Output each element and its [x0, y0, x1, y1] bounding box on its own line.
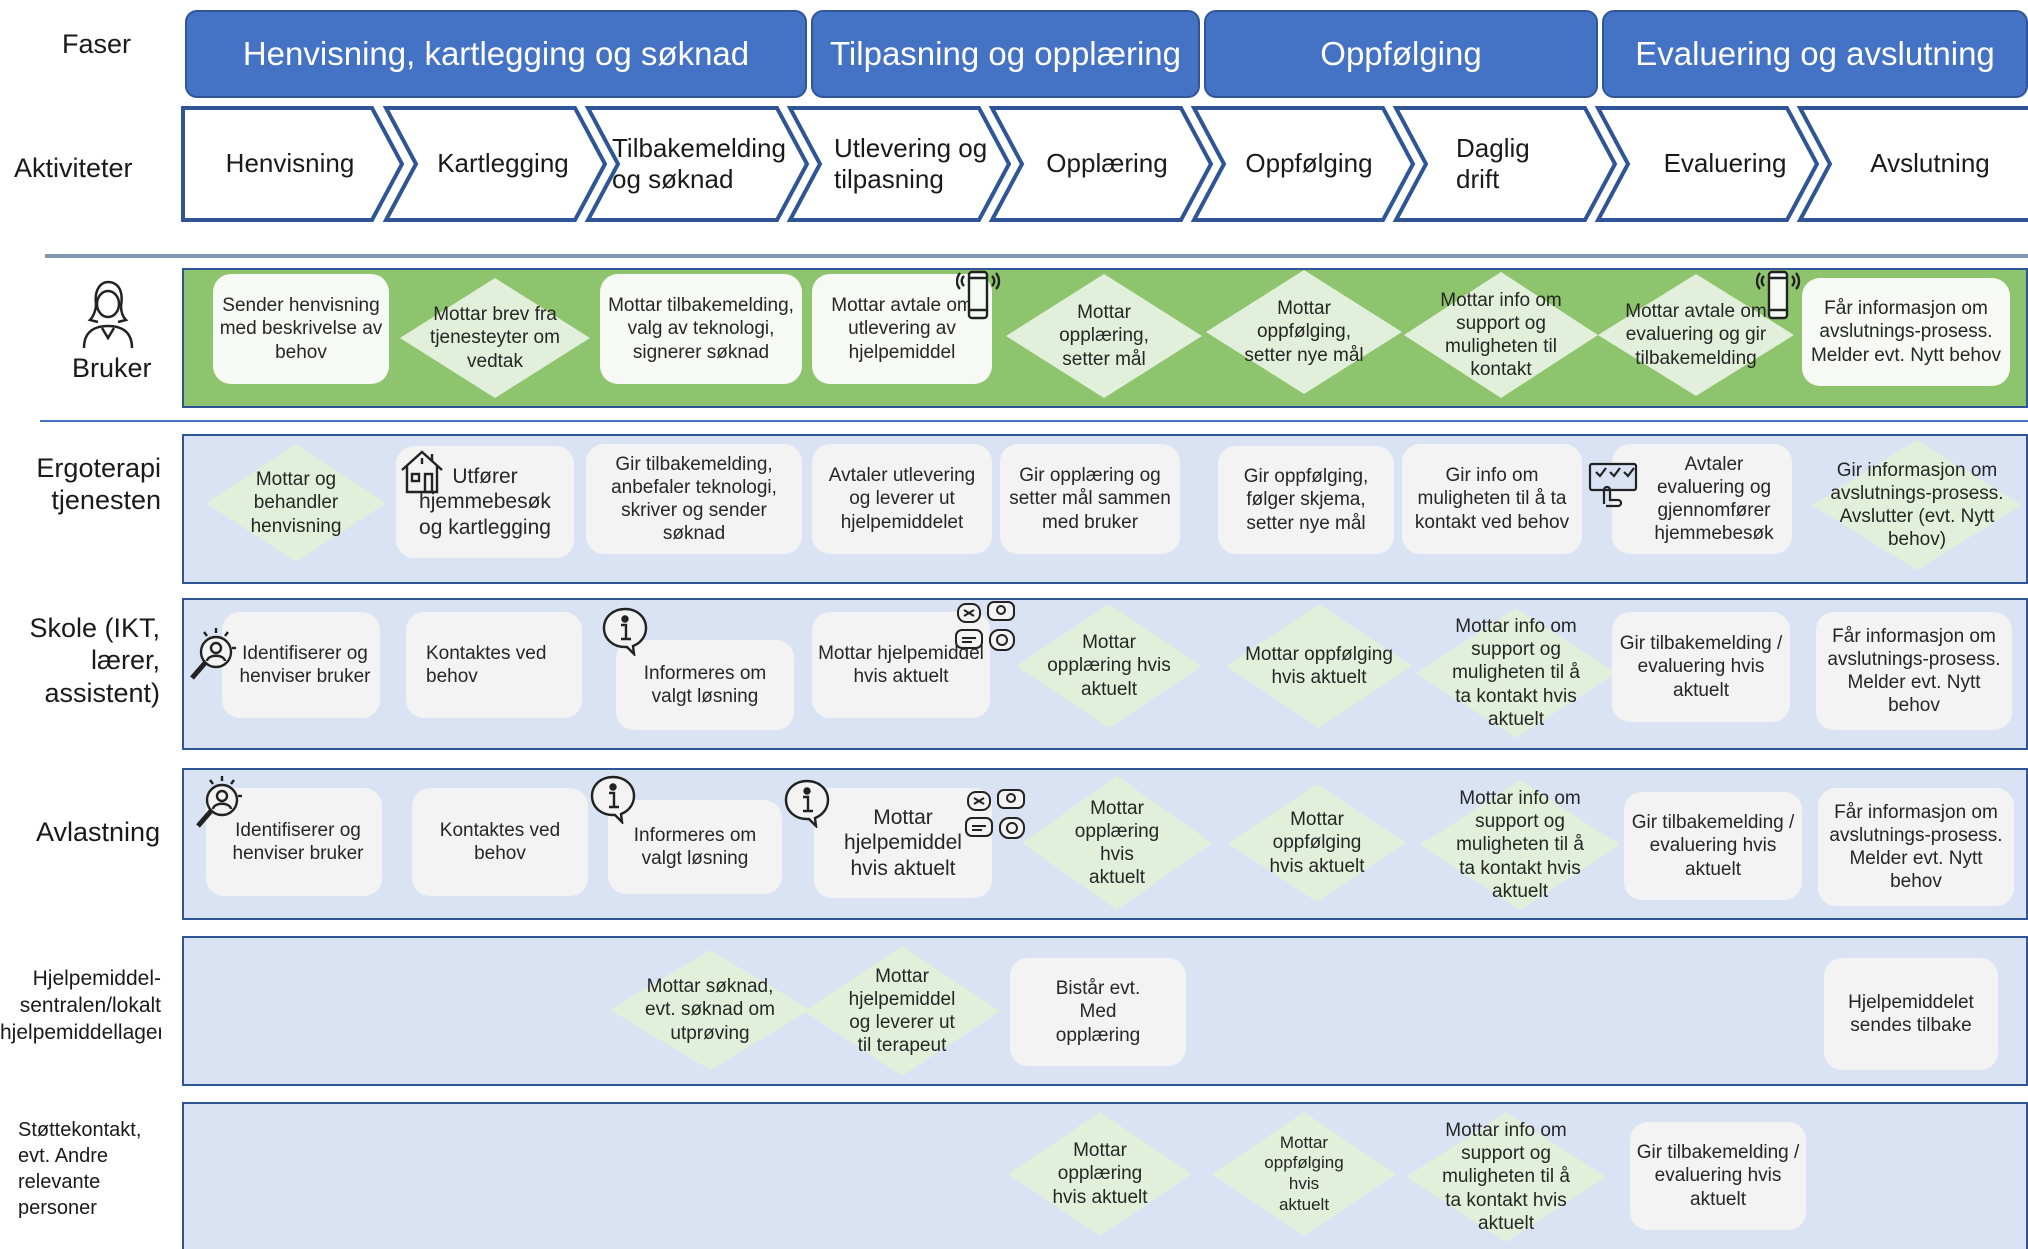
phase-tilpasning: Tilpasning og opplæring	[811, 10, 1200, 98]
skole-step-daglig-drift: Mottar info om support og muligheten til…	[1416, 608, 1616, 738]
phase-oppfolging: Oppfølging	[1204, 10, 1598, 98]
row-label-ergo-line1: Ergoterapi	[36, 453, 161, 483]
hjelpemiddel-step-opplaering: Bistår evt. Med opplæring	[1010, 958, 1186, 1066]
phase-henvisning: Henvisning, kartlegging og søknad	[185, 10, 807, 98]
ergo-step-evaluering: Avtaler evaluering og gjennomfører hjemm…	[1612, 444, 1792, 554]
row-label-skole-line2: lærer,	[90, 645, 160, 676]
row-label-hjelpemiddel-line1: Hjelpemiddel-	[32, 967, 161, 990]
chevron-tilbakemelding	[584, 106, 810, 222]
row-label-ergo-line2: tjenesten	[51, 485, 161, 516]
activity-oppfolging: Oppfølging	[1245, 148, 1373, 179]
skole-step-tilbakemelding: Informeres om valgt løsning	[616, 640, 794, 730]
bruker-divider	[40, 420, 2028, 422]
activity-chevrons	[181, 106, 2028, 222]
clipboard-hand-icon	[1588, 460, 1638, 510]
magnifier-person-icon	[192, 774, 250, 832]
activity-evaluering: Evaluering	[1663, 148, 1787, 179]
avlastning-step-utlevering: Mottar hjelpemiddel hvis aktuelt	[814, 788, 992, 898]
row-label-hjelpemiddel-line2: sentralen/lokalt	[19, 993, 161, 1017]
activity-daglig-drift: Daglig drift	[1456, 132, 1530, 194]
row-label-skole-line1: Skole (IKT,	[29, 613, 160, 643]
info-icon	[588, 774, 638, 824]
chevron-henvisning	[181, 106, 405, 222]
ergo-step-henvisning: Mottar og behandler henvisning	[206, 444, 386, 562]
info-icon	[782, 778, 832, 828]
row-label-aktiviteter: Aktiviteter	[14, 153, 133, 183]
chevron-avslutning	[1796, 106, 2028, 222]
chevron-kartlegging	[382, 106, 608, 222]
row-label-skole-line3: assistent)	[44, 677, 160, 708]
bruker-step-tilbakemelding: Mottar tilbakemelding, valg av teknologi…	[600, 274, 802, 384]
ergo-step-utlevering: Avtaler utlevering og leverer ut hjelpem…	[812, 444, 992, 554]
row-label-ergo: Ergoterapi tjenesten	[36, 452, 161, 517]
row-label-skole: Skole (IKT, lærer, assistent)	[20, 612, 160, 709]
chat-bubbles-icon	[954, 600, 1018, 658]
stotte-step-opplaering: Mottar opplæring hvis aktuelt	[1008, 1112, 1192, 1236]
chevron-daglig-drift	[1392, 106, 1618, 222]
magnifier-person-icon	[186, 626, 244, 684]
avlastning-step-oppfolging: Mottar oppfølging hvis aktuelt	[1228, 784, 1406, 902]
row-label-stotte-line3: relevante	[18, 1171, 101, 1193]
bruker-step-evaluering: Mottar avtale om evaluering og gir tilba…	[1598, 274, 1794, 396]
avlastning-step-avslutning: Får informasjon om avslutnings-prosess. …	[1818, 788, 2014, 906]
ergo-step-tilbakemelding: Gir tilbakemelding, anbefaler teknologi,…	[586, 444, 802, 554]
avlastning-step-daglig-drift: Mottar info om support og muligheten til…	[1420, 780, 1620, 910]
stotte-step-daglig-drift: Mottar info om support og muligheten til…	[1406, 1112, 1606, 1242]
person-icon	[80, 278, 136, 350]
phase-evaluering: Evaluering og avslutning	[1602, 10, 2028, 98]
row-label-stotte-line1: Støttekontakt,	[18, 1119, 142, 1141]
chevron-opplaering	[988, 106, 1214, 222]
avlastning-step-tilbakemelding: Informeres om valgt løsning	[608, 800, 782, 894]
activity-utlevering: Utlevering og tilpasning	[834, 132, 988, 194]
row-label-avlastning: Avlastning	[36, 817, 161, 847]
ergo-step-kartlegging: Utfører hjemmebesøk og kartlegging	[396, 446, 574, 558]
ergo-step-daglig-drift: Gir info om muligheten til å ta kontakt …	[1402, 444, 1582, 554]
row-label-hjelpemiddel-line3: hjelpemiddellager	[0, 1020, 161, 1044]
phone-icon	[956, 270, 1002, 322]
row-label-stotte-line2: evt. Andre	[18, 1145, 109, 1167]
stotte-step-oppfolging: Mottar oppfølging hvis aktuelt	[1212, 1112, 1396, 1236]
skole-step-evaluering: Gir tilbakemelding / evaluering hvis akt…	[1612, 612, 1790, 722]
activity-tilbakemelding: Tilbakemelding og søknad	[612, 132, 786, 194]
skole-step-avslutning: Får informasjon om avslutnings-prosess. …	[1816, 612, 2012, 730]
row-label-bruker: Bruker	[72, 353, 152, 383]
bruker-step-utlevering: Mottar avtale om utlevering av hjelpemid…	[812, 274, 992, 384]
house-icon	[398, 448, 446, 496]
header-divider	[45, 254, 2028, 258]
phone-icon	[1756, 270, 1802, 322]
chat-bubbles-icon	[964, 788, 1028, 846]
avlastning-step-opplaering: Mottar opplæring hvis aktuelt	[1022, 776, 1212, 910]
row-label-stotte-line4: personer	[18, 1197, 97, 1219]
hjelpemiddel-step-utlevering: Mottar hjelpemiddel og leverer ut til te…	[804, 946, 1000, 1076]
activity-avslutning: Avslutning	[1870, 148, 1990, 179]
hjelpemiddel-step-tilbakemelding: Mottar søknad, evt. søknad om utprøving	[610, 950, 810, 1070]
row-label-stotte: Støttekontakt, evt. Andre relevante pers…	[18, 1117, 141, 1221]
chevron-evaluering	[1594, 106, 1820, 222]
bruker-step-oppfolging: Mottar oppfølging, setter nye mål	[1206, 270, 1402, 394]
chevron-utlevering	[786, 106, 1012, 222]
activity-opplaering: Opplæring	[1046, 148, 1168, 179]
skole-step-oppfolging: Mottar oppfølging hvis aktuelt	[1226, 604, 1412, 728]
skole-step-opplaering: Mottar opplæring hvis aktuelt	[1016, 604, 1202, 728]
ergo-step-opplaering: Gir opplæring og setter mål sammen med b…	[1000, 444, 1180, 554]
info-icon	[600, 606, 650, 656]
hjelpemiddel-step-avslutning: Hjelpemiddelet sendes tilbake	[1824, 958, 1998, 1070]
activity-henvisning: Henvisning	[225, 148, 355, 179]
row-label-hjelpemiddel: Hjelpemiddel- sentralen/lokalt hjelpemid…	[0, 966, 161, 1047]
chevron-oppfolging	[1190, 106, 1416, 222]
skole-step-kartlegging: Kontaktes ved behov	[406, 612, 582, 718]
stotte-step-evaluering: Gir tilbakemelding / evaluering hvis akt…	[1630, 1122, 1806, 1230]
bruker-step-daglig-drift: Mottar info om support og muligheten til…	[1404, 272, 1598, 398]
ergo-step-oppfolging: Gir oppfølging, følger skjema, setter ny…	[1218, 446, 1394, 554]
bruker-step-opplaering: Mottar opplæring, setter mål	[1006, 274, 1202, 398]
ergo-step-avslutning: Gir informasjon om avslutnings-prosess. …	[1812, 440, 2022, 570]
bruker-step-henvisning: Sender henvisning med beskrivelse av beh…	[213, 274, 389, 384]
bruker-step-kartlegging: Mottar brev fra tjenesteyter om vedtak	[400, 278, 590, 398]
activity-kartlegging: Kartlegging	[437, 148, 569, 179]
row-label-faser: Faser	[62, 29, 132, 59]
skole-step-henvisning: Identifiserer og henviser bruker	[222, 612, 380, 718]
bruker-step-avslutning: Får informasjon om avslutnings-prosess. …	[1802, 278, 2010, 386]
avlastning-step-kartlegging: Kontaktes ved behov	[412, 788, 588, 896]
avlastning-step-evaluering: Gir tilbakemelding / evaluering hvis akt…	[1624, 792, 1802, 900]
